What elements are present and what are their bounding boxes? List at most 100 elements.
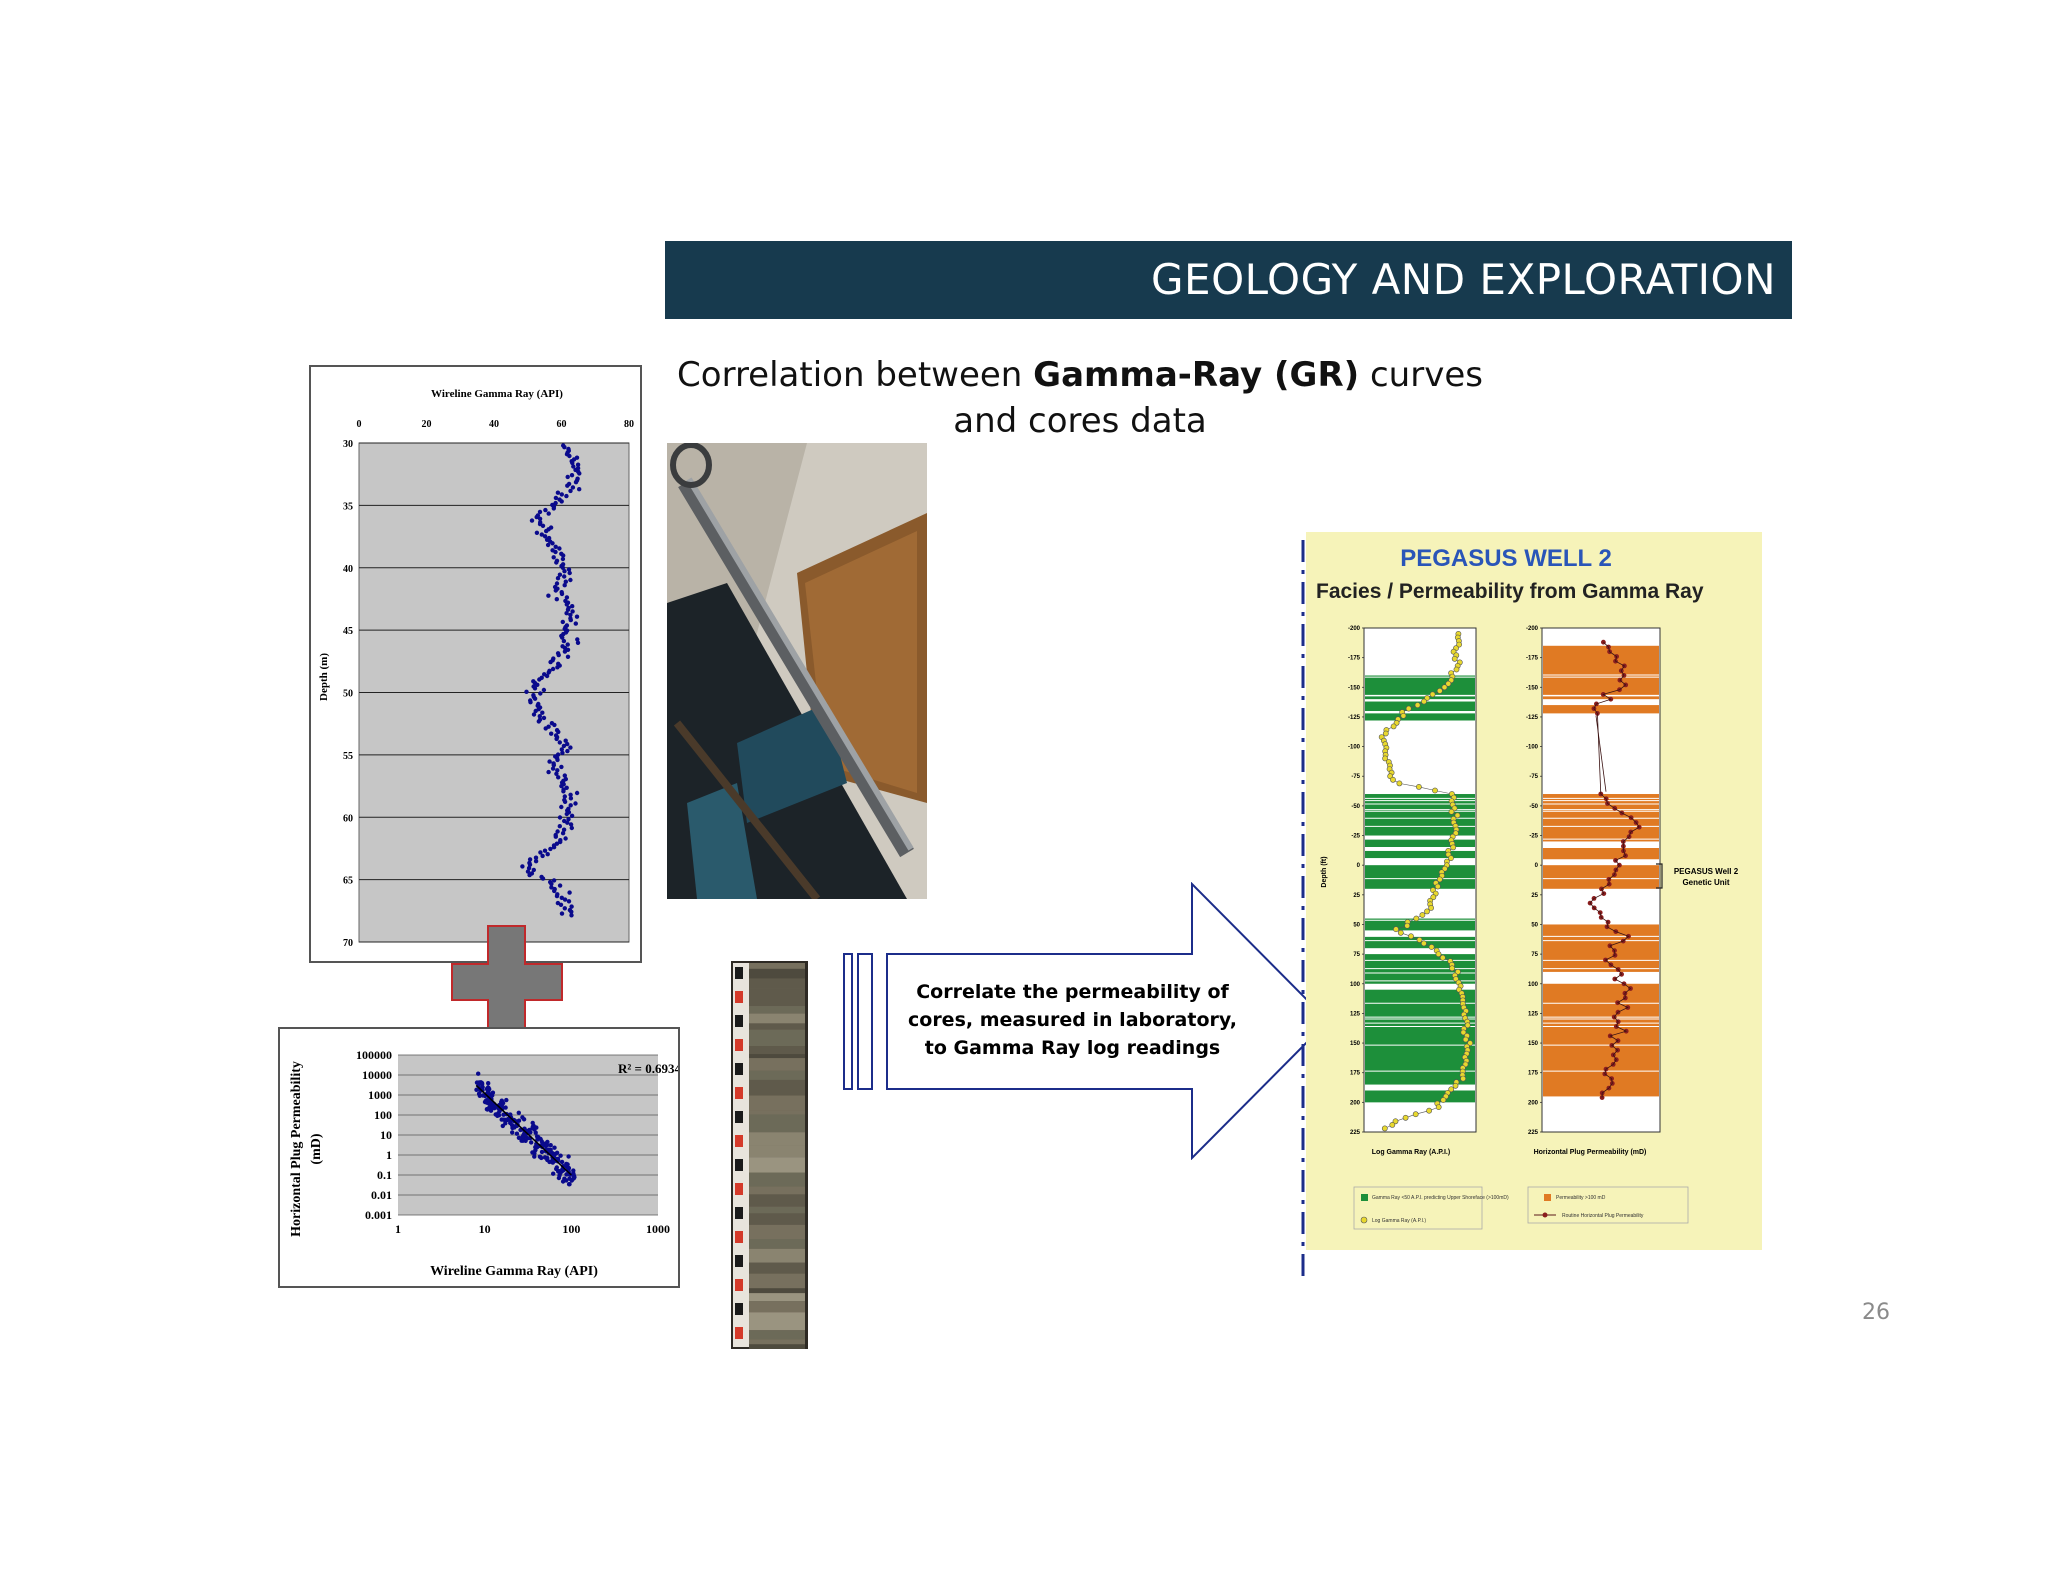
data-point: [557, 815, 563, 820]
legend-orange-swatch: [1544, 1194, 1551, 1201]
data-point: [527, 857, 533, 862]
gr-point: [1393, 926, 1399, 933]
data-point: [553, 549, 558, 555]
perm-band: [1543, 645, 1659, 700]
facies-band: [1365, 1090, 1475, 1103]
data-point: [545, 1157, 550, 1163]
core-barrel-photo: [667, 443, 927, 899]
data-point: [568, 617, 573, 623]
legend-left-1: Gamma Ray <50 A.P.I. predicting Upper Sh…: [1372, 1195, 1509, 1201]
core-band: [749, 1013, 805, 1024]
gr-point: [1412, 1111, 1419, 1118]
gr-point: [1419, 912, 1426, 918]
data-point: [543, 507, 548, 513]
depth-tick-label: 225: [1350, 1130, 1361, 1136]
data-point: [565, 483, 570, 488]
gr-point: [1426, 1107, 1432, 1114]
data-point: [479, 1081, 484, 1086]
gr-point: [1397, 929, 1404, 936]
data-point: [570, 604, 575, 609]
data-point: [564, 493, 569, 499]
depth-tick-label: -75: [1529, 774, 1538, 780]
data-point: [504, 1097, 509, 1103]
data-point: [544, 673, 550, 679]
data-point: [573, 801, 578, 806]
y-tick-label: 0.001: [365, 1208, 392, 1222]
data-point: [533, 855, 539, 860]
data-point: [543, 726, 548, 731]
ruler-mark: [735, 1231, 743, 1243]
depth-tick-label: -25: [1529, 834, 1538, 840]
data-point: [565, 748, 570, 754]
data-point: [569, 825, 574, 831]
data-point: [540, 523, 546, 528]
data-point: [501, 1117, 506, 1122]
ruler-mark: [735, 967, 743, 979]
data-point: [551, 506, 556, 511]
data-point: [557, 740, 562, 745]
gr-point: [1408, 933, 1414, 940]
data-point: [537, 516, 543, 521]
gr-point: [1389, 1122, 1396, 1128]
depth-tick-label: -200: [1526, 626, 1539, 632]
data-point: [562, 773, 567, 778]
gr-point: [1413, 915, 1420, 922]
ruler-mark: [735, 1207, 743, 1219]
gr-point: [1416, 936, 1423, 943]
dashed-divider: [1301, 540, 1305, 1280]
data-point: [555, 768, 560, 773]
y-tick-label: 60: [343, 813, 353, 824]
chart1-title: Wireline Gamma Ray (API): [431, 388, 563, 400]
depth-tick-label: 50: [1531, 922, 1538, 928]
data-point: [564, 1161, 569, 1167]
legend-yellow-marker: [1360, 1216, 1368, 1224]
data-point: [577, 487, 582, 492]
perm-band: [1543, 865, 1659, 889]
data-point: [476, 1071, 481, 1076]
gr-point: [1421, 698, 1427, 705]
gr-point: [1439, 954, 1446, 961]
data-point: [545, 852, 550, 857]
data-point: [486, 1081, 491, 1086]
legend-left-2: Log Gamma Ray (A.P.I.): [1372, 1218, 1426, 1224]
pegasus-well-panel: PEGASUS WELL 2 Facies / Permeability fro…: [1306, 532, 1762, 1250]
depth-tick-label: -200: [1348, 626, 1361, 632]
data-point: [562, 583, 567, 588]
gr-point: [1435, 1104, 1442, 1110]
core-band: [749, 1248, 805, 1263]
data-point: [557, 546, 562, 551]
data-point: [569, 904, 574, 909]
data-point: [567, 570, 572, 576]
data-point: [569, 913, 574, 918]
data-point: [573, 621, 578, 626]
gr-point: [1460, 1075, 1466, 1082]
chart1-ylabel: Depth (m): [318, 653, 330, 701]
y-tick-label: 0.01: [371, 1188, 392, 1202]
data-point: [562, 569, 567, 574]
data-point: [520, 864, 525, 869]
data-point: [520, 1115, 525, 1120]
data-point: [548, 846, 553, 852]
data-point: [550, 1160, 555, 1165]
depth-tick-label: 175: [1528, 1071, 1539, 1077]
subtitle-prefix: Correlation between: [677, 355, 1034, 395]
gr-point: [1396, 780, 1403, 787]
core-sample-photo: [731, 961, 808, 1349]
gr-point: [1462, 1036, 1469, 1043]
x-tick-label: 1000: [646, 1222, 670, 1236]
perm-gap-line: [1595, 715, 1607, 792]
data-point: [568, 745, 573, 750]
data-point: [531, 712, 537, 717]
data-point: [570, 460, 575, 466]
gr-point: [1451, 655, 1458, 662]
data-point: [537, 677, 542, 682]
perm-band: [1543, 705, 1659, 714]
data-point: [565, 474, 570, 480]
depth-tick-label: -100: [1526, 745, 1539, 751]
data-point: [575, 637, 580, 642]
page-number: 26: [1862, 1300, 1890, 1325]
data-point: [559, 591, 565, 597]
data-point: [561, 827, 567, 832]
depth-tick-label: 125: [1350, 1011, 1361, 1017]
data-point: [537, 1154, 543, 1159]
